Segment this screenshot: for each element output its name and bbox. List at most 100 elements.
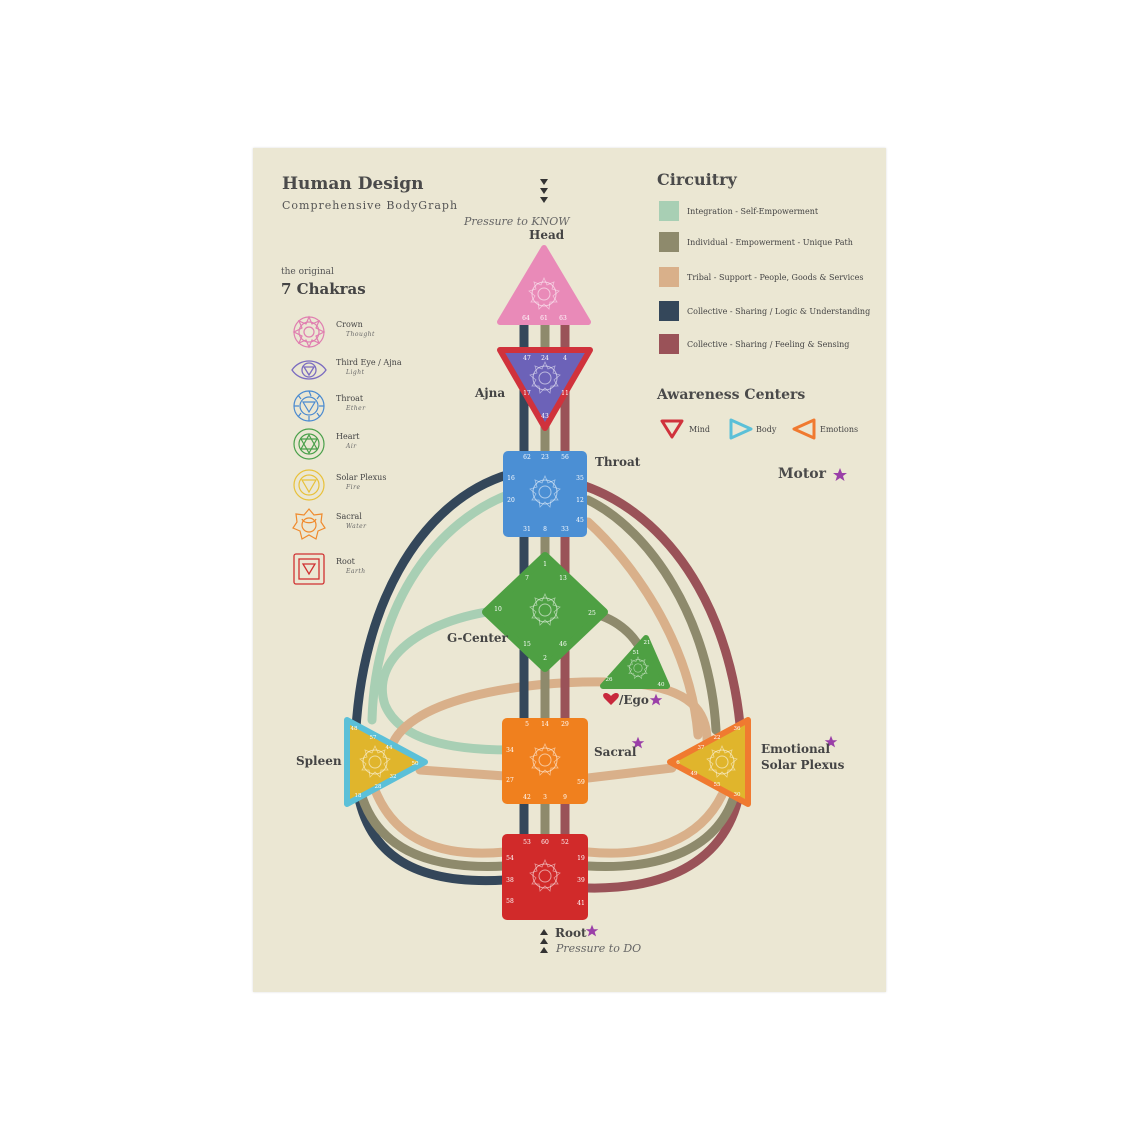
ajna-center: 47 24 4 17 11 43 (497, 347, 593, 431)
solar-gate: 30 (734, 792, 741, 798)
root-gate: 54 (506, 855, 514, 862)
awareness-item-emotions: Emotions (791, 418, 858, 442)
solar-plexus-chakra-icon (293, 469, 325, 501)
chakra-element: Water (346, 523, 367, 530)
circuitry-swatch (659, 301, 679, 321)
g-center-label: G-Center (447, 631, 508, 645)
chakra-item-heart: Heart Air (290, 426, 410, 462)
ego-center: 21 51 26 40 (600, 635, 670, 689)
spleen-gate: 44 (386, 745, 393, 751)
page-title: Human Design (282, 174, 424, 194)
awareness-item-mind: Mind (659, 418, 710, 442)
throat-gate: 35 (576, 475, 584, 482)
g-gate: 25 (588, 610, 596, 617)
channel-integration-2 (377, 605, 515, 755)
throat-gate: 33 (561, 526, 569, 533)
chakra-element: Earth (346, 568, 366, 575)
chakras-heading: 7 Chakras (281, 280, 366, 298)
head-gate: 61 (540, 315, 548, 322)
g-center: 1 7 13 10 25 15 46 2 (482, 552, 608, 672)
solar-plexus-label: Emotional (761, 742, 831, 756)
g-gate: 10 (494, 606, 502, 613)
body-triangle-icon (729, 418, 753, 440)
chakra-name: Throat (336, 394, 364, 403)
circuitry-swatch (659, 334, 679, 354)
sacral-gate: 14 (541, 721, 549, 728)
solar-plexus-center: 36 22 37 6 49 55 30 (667, 717, 751, 807)
chakras-intro: the original (281, 267, 334, 277)
root-gate: 52 (561, 839, 569, 846)
ego-gate: 26 (606, 677, 613, 683)
channel-spleen-sacral (415, 765, 510, 781)
g-gate: 2 (543, 655, 547, 662)
head-gate: 64 (522, 315, 530, 322)
circuitry-label: Individual - Empowerment - Unique Path (687, 238, 853, 247)
chakra-name: Root (336, 557, 355, 566)
root-gate: 39 (577, 877, 585, 884)
motor-label: Motor (778, 466, 827, 482)
root-gate: 60 (541, 839, 549, 846)
pressure-bottom-label: Pressure to DO (556, 942, 642, 955)
root-label: Root (555, 926, 587, 940)
spleen-gate: 50 (412, 761, 419, 767)
ego-gate: 51 (633, 650, 640, 656)
crown-chakra-icon (292, 315, 326, 349)
ajna-label: Ajna (475, 386, 506, 400)
chakra-name: Heart (336, 432, 360, 441)
chakra-element: Fire (346, 484, 361, 491)
chakra-item-solar-plexus: Solar Plexus Fire (290, 467, 410, 503)
g-gate: 7 (525, 575, 529, 582)
channel-integration-1 (367, 489, 515, 725)
throat-gate: 8 (543, 526, 547, 533)
throat-gate: 12 (576, 497, 584, 504)
circuitry-swatch (659, 201, 679, 221)
chakra-item-throat: Throat Ether (290, 388, 410, 424)
chakra-name: Sacral (336, 512, 362, 521)
g-gate: 1 (543, 561, 547, 568)
awareness-label: Mind (689, 425, 711, 434)
third-eye-chakra-icon (291, 360, 327, 380)
head-gate: 63 (559, 315, 567, 322)
chakra-name: Solar Plexus (336, 473, 387, 482)
solar-gate: 6 (676, 760, 680, 766)
circuitry-label: Collective - Sharing / Feeling & Sensing (687, 340, 850, 349)
root-gate: 58 (506, 898, 514, 905)
channel-solar-root-1 (583, 785, 741, 871)
channel-spleen-root-2 (370, 785, 510, 858)
sacral-center: 5 14 29 34 27 59 42 3 9 (502, 718, 588, 804)
ajna-gate: 17 (523, 390, 531, 397)
throat-label: Throat (595, 455, 641, 469)
spleen-center: 48 57 44 50 32 28 18 (344, 717, 428, 807)
chakra-item-root: Root Earth (290, 551, 410, 587)
chakra-element: Thought (346, 331, 375, 338)
head-label: Head (529, 228, 565, 242)
root-gate: 38 (506, 877, 514, 884)
channel-individual-right (583, 495, 721, 735)
sacral-gate: 42 (523, 794, 531, 801)
sacral-gate: 27 (506, 777, 514, 784)
circuitry-label: Integration - Self-Empowerment (687, 207, 819, 216)
throat-gate: 56 (561, 454, 569, 461)
solar-gate: 37 (698, 745, 705, 751)
spleen-gate: 18 (355, 793, 362, 799)
awareness-item-body: Body (728, 418, 776, 442)
awareness-label: Emotions (820, 425, 859, 434)
ajna-gate: 43 (541, 413, 549, 420)
ajna-gate: 11 (561, 390, 569, 397)
pressure-arrows-bottom (540, 929, 548, 953)
spleen-gate: 48 (351, 726, 358, 732)
chakra-item-crown: Crown Thought (290, 314, 410, 350)
channel-solar-root-2 (583, 790, 727, 858)
chakra-name: Crown (336, 320, 363, 329)
sacral-gate: 34 (506, 747, 514, 754)
awareness-label: Body (756, 425, 777, 434)
emotions-triangle-icon (792, 418, 816, 440)
ego-gate: 40 (658, 682, 665, 688)
mind-triangle-icon (660, 419, 684, 439)
sacral-gate: 5 (525, 721, 529, 728)
sacral-gate: 29 (561, 721, 569, 728)
sacral-label: Sacral (594, 745, 637, 759)
solar-gate: 49 (691, 771, 698, 777)
spleen-gate: 32 (390, 774, 397, 780)
